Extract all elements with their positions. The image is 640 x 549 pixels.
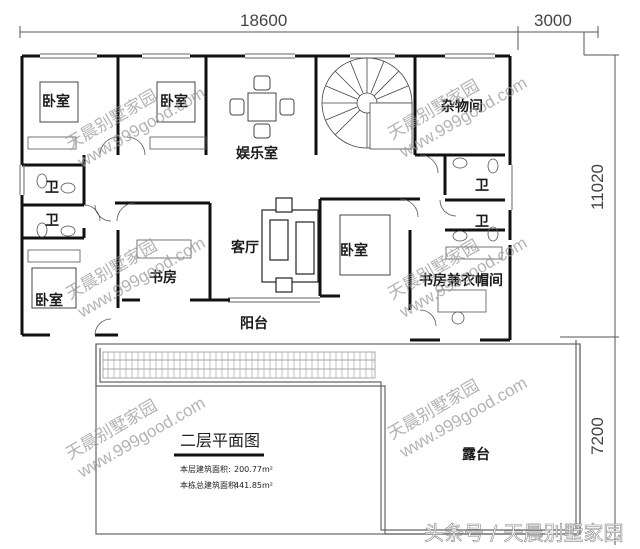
walls: [20, 54, 512, 342]
balcony-railing: [102, 351, 376, 379]
room-bedroom-top-left: 卧室: [42, 93, 70, 110]
dim-right-lower: 7200: [588, 417, 607, 455]
dimension-lines: [19, 26, 619, 545]
room-bath-3: 卫: [475, 178, 489, 194]
drawing-title: 二层平面图: [180, 431, 260, 450]
wardrobes: [27, 136, 503, 263]
footer-watermark: 头条号 / 天晨别墅家园: [424, 521, 623, 545]
room-study: 书房: [149, 269, 177, 286]
room-living: 客厅: [230, 239, 259, 256]
room-balcony: 阳台: [240, 315, 268, 332]
room-study-cloakroom: 书房兼衣帽间: [419, 272, 503, 289]
watermarks: 天晨别墅家园 www.999good.com 天晨别墅家园 www.999goo…: [63, 73, 531, 482]
bath-fixtures: [36, 157, 499, 242]
room-bath-2: 卫: [45, 213, 59, 229]
floor-area-value: 200.77m²: [234, 465, 273, 474]
total-area-label: 本栋总建筑面积:: [180, 480, 239, 490]
game-table: [229, 75, 295, 139]
total-area-value: 441.85m²: [234, 481, 273, 490]
beds: [31, 81, 391, 309]
windows: [19, 53, 513, 303]
room-storage: 杂物间: [441, 98, 483, 115]
dim-right-upper: 11020: [588, 164, 607, 210]
dim-top-right: 3000: [534, 11, 572, 30]
room-bath-4: 卫: [475, 214, 489, 230]
spiral-staircase: [321, 57, 413, 150]
room-bedroom-center: 卧室: [340, 242, 368, 259]
room-terrace: 露台: [462, 446, 490, 463]
sofa-set: [261, 197, 319, 293]
room-entertainment: 娱乐室: [236, 145, 278, 162]
room-bedroom-top-mid: 卧室: [160, 93, 188, 110]
terrace-outline: [95, 340, 581, 535]
desks: [136, 239, 487, 325]
door-swings: [83, 136, 457, 336]
dim-top-main: 18600: [240, 11, 287, 30]
floor-area-label: 本层建筑面积:: [180, 464, 231, 474]
room-bath-1: 卫: [45, 180, 59, 196]
room-bedroom-bottom-left: 卧室: [35, 292, 63, 309]
railing-balusters: [107, 352, 373, 378]
